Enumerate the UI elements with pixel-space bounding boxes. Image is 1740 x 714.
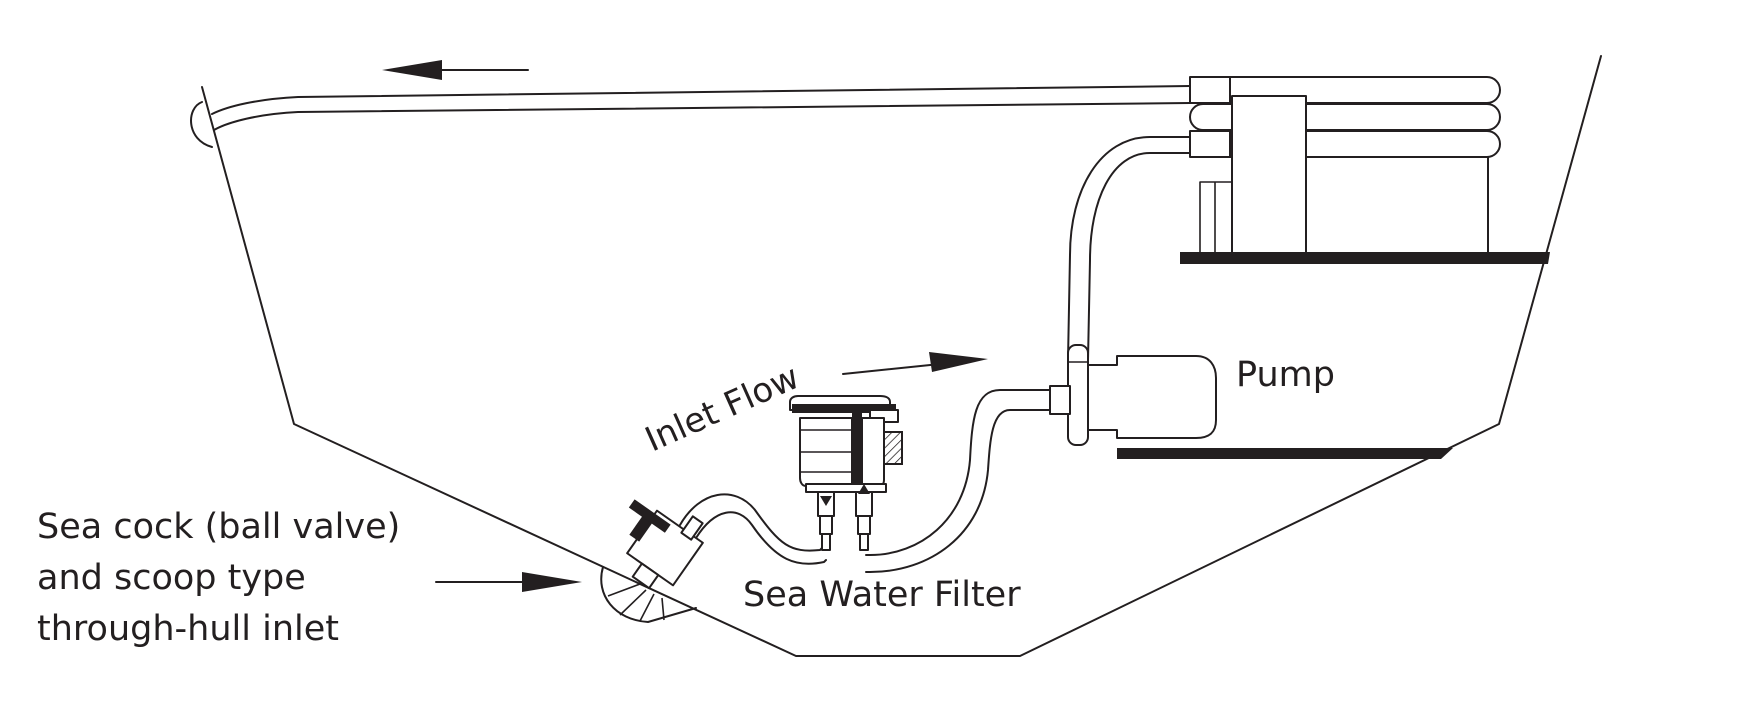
inlet-flow-label: Inlet Flow bbox=[639, 357, 805, 460]
sea-cock-label-line1: Sea cock (ball valve) bbox=[37, 507, 400, 547]
engine-block bbox=[1180, 76, 1550, 264]
sea-water-filter-label: Sea Water Filter bbox=[743, 575, 1021, 615]
outlet-hose bbox=[211, 85, 1191, 131]
pump-label: Pump bbox=[1236, 355, 1335, 395]
sea-cock-valve bbox=[626, 499, 704, 590]
filter-to-pump-hose bbox=[865, 389, 1051, 573]
scoop-inlet-arrow bbox=[435, 572, 582, 592]
pump bbox=[1049, 355, 1453, 459]
scoop-through-hull bbox=[600, 566, 697, 623]
boat-hull bbox=[190, 55, 1602, 657]
sea-cock-label-line2: and scoop type bbox=[37, 558, 306, 598]
sea-cock-label-line3: through-hull inlet bbox=[37, 609, 339, 649]
seacock-to-filter-hose bbox=[679, 493, 827, 565]
outlet-flow-arrow bbox=[382, 60, 529, 80]
sea-water-filter bbox=[789, 395, 903, 551]
inlet-flow-arrow bbox=[842, 352, 988, 375]
